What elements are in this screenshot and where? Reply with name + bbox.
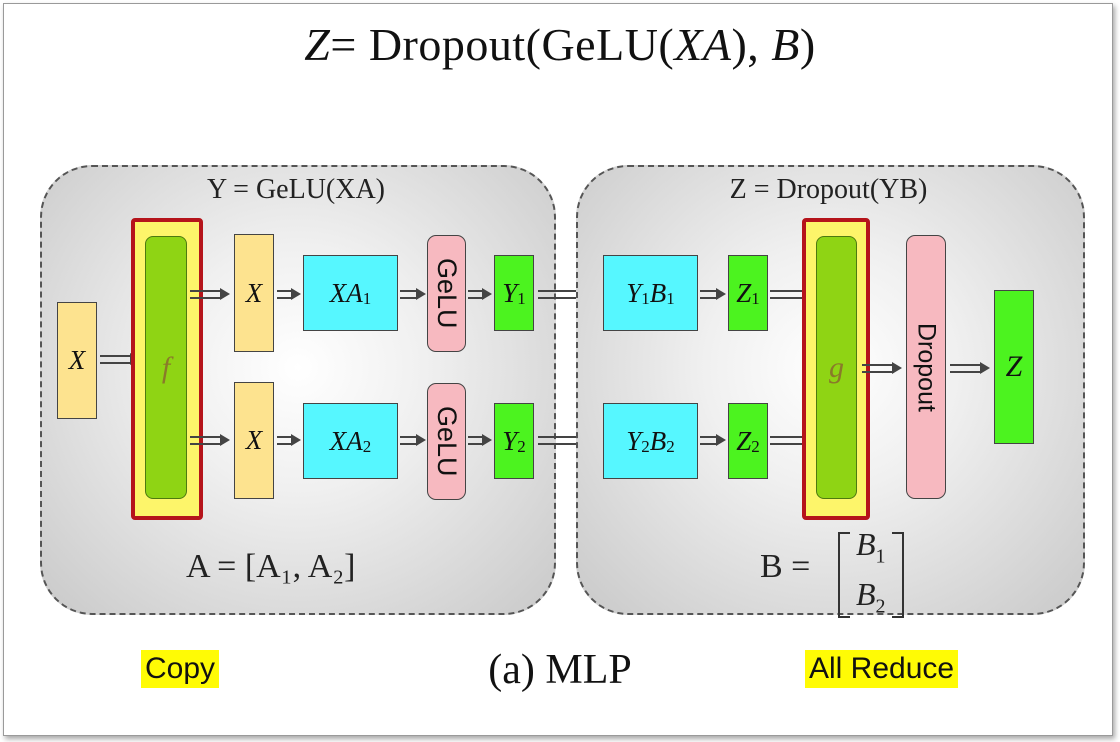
arrow-gelu2-to-y2: [468, 434, 492, 446]
f-label: f: [161, 350, 171, 384]
mlp-left-panel: [40, 165, 556, 615]
right-panel-label: Z = Dropout(YB): [729, 174, 928, 205]
x-copy-1-box: X: [234, 234, 274, 352]
arrow-gelu1-to-y1: [468, 288, 492, 300]
arrow-f-to-x2: [190, 434, 230, 446]
left-panel-label: Y = GeLU(XA): [206, 174, 386, 205]
gelu-1-box: GeLU: [427, 235, 466, 352]
arrow-xa2-to-gelu2: [400, 434, 426, 446]
dropout-box: Dropout: [906, 235, 946, 499]
b-partition-matrix: B1 B2: [838, 525, 904, 626]
b-equation-lhs: B =: [760, 548, 811, 585]
a-partition-equation: A = [A₁, A₂]: [186, 548, 356, 585]
x-copy-2-box: X: [234, 382, 274, 499]
arrow-x1-to-xa1: [277, 288, 301, 300]
figure-caption: (a) MLP: [488, 647, 632, 693]
arrow-dropout-to-z: [950, 362, 990, 374]
copy-tag: Copy: [141, 650, 220, 688]
g-operator: g: [816, 236, 857, 499]
arrow-xa1-to-gelu1: [400, 288, 426, 300]
arrow-g-to-dropout: [862, 362, 902, 374]
g-label: g: [829, 350, 844, 384]
matrix-entry-b1: B1: [856, 526, 886, 568]
input-x-box: X: [57, 302, 97, 419]
all-reduce-tag: All Reduce: [805, 650, 959, 688]
output-z-box: Z: [994, 290, 1034, 444]
matrix-entry-b2: B2: [856, 576, 886, 618]
gelu-2-box: GeLU: [427, 383, 466, 500]
f-operator: f: [145, 236, 187, 499]
arrow-y1b1-to-z1: [700, 288, 726, 300]
arrow-x2-to-xa2: [277, 434, 301, 446]
arrow-y2b2-to-z2: [700, 434, 726, 446]
slide-title: Z= Dropout(GeLU(XA), B): [304, 19, 816, 70]
arrow-f-to-x1: [190, 288, 230, 300]
